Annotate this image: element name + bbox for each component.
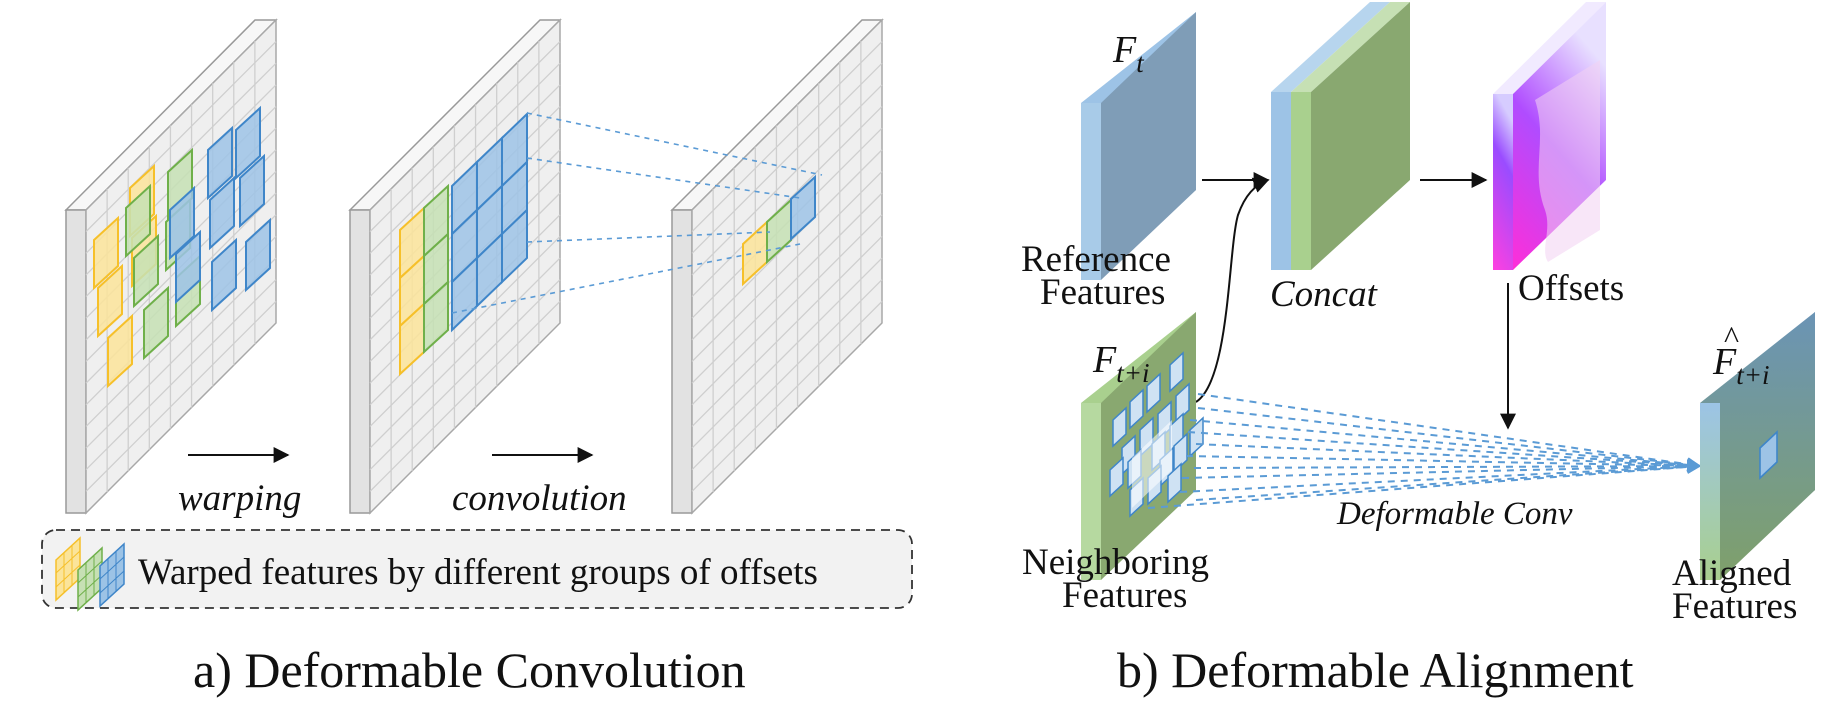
sampling-patch [1173, 432, 1188, 474]
grid-line [691, 235, 883, 427]
legend-box: Warped features by different groups of o… [41, 529, 913, 612]
dconv-line [1189, 419, 1702, 472]
blue-patch [211, 237, 237, 313]
convolution-label: convolution [452, 478, 627, 519]
concat-block [1271, 2, 1410, 270]
sampling-patch [1112, 406, 1127, 448]
aligned-features-block [1700, 312, 1815, 580]
deformable-sampling-patches [1109, 351, 1204, 518]
warped-patches [93, 105, 271, 389]
grid-line [369, 235, 561, 427]
ref-symbol: Ft [1112, 29, 1145, 78]
grid-line [369, 257, 561, 449]
neighboring-features-block [1081, 312, 1204, 580]
grid-line [691, 300, 883, 492]
grid-line [369, 300, 561, 492]
blue-patch [235, 105, 261, 181]
dconv-line [1195, 443, 1702, 473]
blue-patch [209, 175, 235, 251]
grid-line [691, 214, 883, 406]
grid-line [85, 257, 277, 449]
caption-b: b) Deformable Alignment [1117, 642, 1634, 698]
legend-icon [55, 536, 125, 612]
sampling-patch [1169, 351, 1184, 393]
green-patch [133, 233, 159, 309]
dconv-line [1197, 393, 1702, 472]
offsets-block [1493, 2, 1606, 270]
reference-label-2: Features [1040, 272, 1165, 313]
warping-label: warping [178, 478, 301, 519]
dconv-line [1193, 459, 1702, 474]
output-feature-slab [670, 18, 884, 515]
panel-b: Ft Reference Features Concat Offsets [1021, 2, 1815, 698]
yellow-patch [97, 263, 123, 339]
grid-line [691, 192, 883, 384]
neighbor-symbol: Ft+i [1092, 339, 1149, 388]
dconv-line [1147, 459, 1702, 509]
blue-patch [501, 207, 528, 285]
dconv-line [1179, 459, 1702, 493]
sampling-patch [1175, 382, 1190, 424]
dconv-line [1197, 407, 1702, 472]
grid-line [691, 84, 883, 276]
panel-a: warping convolution War [41, 18, 913, 698]
grid-line [691, 62, 883, 254]
concat-label: Concat [1270, 274, 1379, 315]
grid-line [369, 41, 561, 233]
reference-features-block [1081, 12, 1196, 280]
aligned-symbol-hat: ^ [1724, 319, 1739, 355]
aligned-symbol: Ft+i [1712, 341, 1769, 390]
sampling-center [1132, 420, 1172, 508]
blue-patch [175, 229, 201, 305]
grid-line [85, 300, 277, 492]
deformable-conv-label: Deformable Conv [1336, 496, 1573, 532]
grid-line [369, 279, 561, 471]
neighbor-label-2: Features [1062, 575, 1187, 616]
neighbor-label-1: Neighboring [1022, 542, 1209, 583]
input-feature-slab [64, 18, 278, 515]
grid-line [85, 41, 277, 233]
aligned-label-1: Aligned [1672, 553, 1792, 594]
blue-patch [207, 125, 233, 201]
offsets-label: Offsets [1518, 268, 1624, 309]
grid-line [369, 62, 561, 254]
output-pixel-patches [742, 174, 816, 287]
dconv-line [1181, 459, 1702, 479]
slab-grid [691, 41, 883, 492]
neighbor-to-concat-arrow [1195, 177, 1270, 403]
green-patch [423, 279, 449, 355]
grid-line [85, 235, 277, 427]
warped-feature-slab [348, 18, 562, 515]
legend-text: Warped features by different groups of o… [138, 552, 818, 593]
sampling-grid-patches [399, 111, 528, 377]
sampling-patch [1146, 372, 1161, 414]
green-patch [143, 285, 169, 361]
caption-a: a) Deformable Convolution [193, 642, 746, 698]
grid-line [691, 41, 883, 233]
sampling-patch [1129, 388, 1144, 430]
projection-lines [451, 112, 823, 314]
green-patch [125, 183, 151, 259]
aligned-label-2: Features [1672, 586, 1797, 627]
grid-line [691, 257, 883, 449]
blue-patch [245, 217, 271, 293]
blue-patch [169, 185, 195, 261]
blue-patch [790, 174, 816, 242]
deformable-conv-lines [1147, 393, 1702, 509]
grid-line [691, 279, 883, 471]
blue-patch [239, 153, 265, 229]
sampling-patch [1167, 462, 1182, 504]
reference-label-1: Reference [1021, 239, 1171, 280]
grid-line [691, 106, 883, 298]
yellow-patch [107, 313, 133, 389]
grid-line [691, 171, 883, 362]
grid-line [85, 279, 277, 471]
sampling-patch [1109, 456, 1124, 498]
yellow-patch [93, 215, 119, 291]
